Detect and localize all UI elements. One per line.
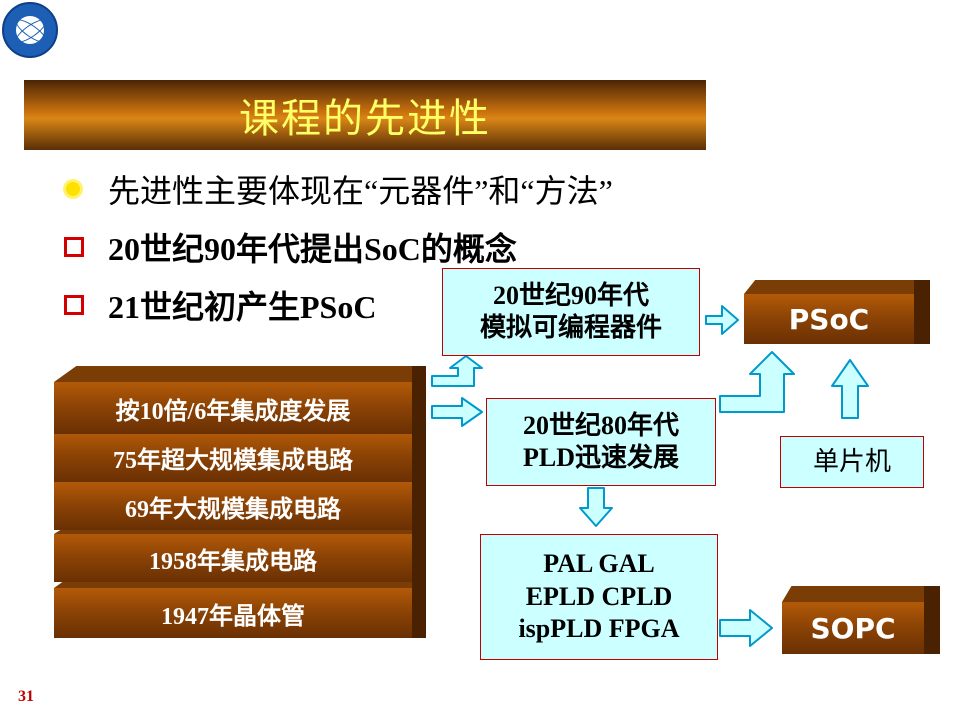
stack-label: 69年大规模集成电路 (54, 482, 412, 530)
box-line: PLD迅速发展 (522, 443, 679, 472)
bullet-text: 20世纪90年代提出SoC的概念 (108, 231, 517, 267)
elbow-arrow-icon (719, 351, 795, 413)
bullet-item-3: 21世纪初产生PSoC (64, 282, 376, 328)
sopc-label: SOPC (782, 602, 924, 654)
stack-layer-trend: 按10倍/6年集成度发展 (54, 366, 426, 434)
bullet-text: 先进性主要体现在“元器件”和“方法” (108, 173, 613, 209)
slide-title: 课程的先进性 (239, 96, 491, 142)
stack-label: 75年超大规模集成电路 (54, 432, 412, 482)
sun-bullet-icon (62, 178, 84, 200)
square-bullet-icon (64, 295, 84, 315)
box-line: EPLD CPLD (525, 581, 673, 611)
box-line: 单片机 (812, 446, 891, 476)
box-line: 20世纪80年代 (522, 410, 679, 440)
box-line: 20世纪90年代 (492, 280, 649, 310)
right-arrow-icon (705, 305, 739, 335)
elbow-arrow-icon (431, 355, 483, 387)
pld-devices-box: PAL GAL EPLD CPLD ispPLD FPGA (480, 534, 718, 660)
analog-programmable-box: 20世纪90年代 模拟可编程器件 (442, 268, 700, 356)
psoc-box: PSoC (744, 280, 930, 344)
page-number: 31 (18, 688, 34, 705)
stack-label: 按10倍/6年集成度发展 (54, 382, 412, 434)
bullet-item-2: 20世纪90年代提出SoC的概念 (64, 224, 517, 270)
bullet-item-1: 先进性主要体现在“元器件”和“方法” (62, 166, 613, 212)
psoc-label: PSoC (744, 294, 914, 344)
atom-icon (14, 14, 46, 46)
stack-label: 1958年集成电路 (54, 534, 412, 582)
pld-development-box: 20世纪80年代 PLD迅速发展 (486, 398, 716, 486)
university-logo (2, 2, 58, 58)
box-line: ispPLD FPGA (518, 614, 680, 644)
box-line: PAL GAL (543, 549, 655, 579)
slide-title-banner: 课程的先进性 (24, 80, 706, 150)
stack-label: 1947年晶体管 (54, 588, 412, 638)
mcu-box: 单片机 (780, 436, 924, 488)
bullet-text: 21世纪初产生PSoC (108, 289, 377, 325)
up-arrow-icon (831, 359, 869, 419)
sopc-box: SOPC (782, 586, 940, 654)
box-line: 模拟可编程器件 (479, 313, 662, 342)
down-arrow-icon (579, 487, 613, 527)
square-bullet-icon (64, 237, 84, 257)
right-arrow-icon (431, 397, 483, 427)
right-arrow-icon (719, 609, 773, 647)
